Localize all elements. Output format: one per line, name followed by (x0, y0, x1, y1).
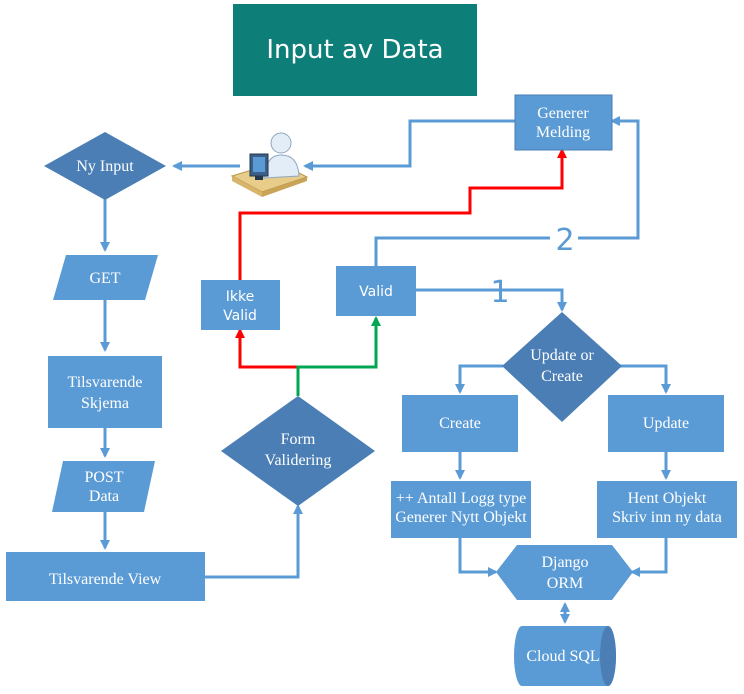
edge-updateaction-to-django (630, 538, 668, 577)
edge-validering-to-ikkevalid (235, 328, 300, 396)
node-tilsvarende-skjema: Tilsvarende Skjema (48, 356, 162, 428)
edge-decision-to-create (455, 364, 503, 394)
ikke-valid-line2: Valid (223, 308, 257, 324)
node-valid: Valid (336, 266, 416, 316)
edge-createaction-to-django (458, 538, 498, 577)
node-get: GET (53, 255, 158, 300)
ikke-valid-line1: Ikke (226, 289, 254, 305)
node-update-or-create: Update or Create (502, 312, 622, 422)
get-label: GET (89, 270, 120, 287)
edge-view-to-validering (205, 504, 303, 579)
node-update-action: Hent Objekt Skriv inn ny data (597, 481, 737, 538)
cloud-sql-label: Cloud SQL (526, 648, 599, 665)
title-box: Input av Data (233, 4, 477, 96)
create-label: Create (439, 415, 481, 432)
edge-melding-to-user (303, 119, 515, 171)
node-post-data: POST Data (52, 461, 155, 512)
node-django-orm: Django ORM (496, 545, 633, 600)
create-action-line1: ++ Antall Logg type (396, 490, 526, 507)
update-action-line1: Hent Objekt (628, 490, 707, 507)
user-at-computer-icon (230, 132, 309, 197)
django-line2: ORM (547, 575, 583, 592)
edge-ikkevalid-to-melding (238, 148, 567, 280)
ny-input-label: Ny Input (76, 158, 134, 175)
decision-line2: Create (541, 368, 583, 385)
update-label: Update (643, 415, 689, 432)
edge-label-1: 1 (490, 275, 509, 310)
create-action-line2: Generer Nytt Objekt (395, 509, 527, 526)
node-ny-input: Ny Input (44, 132, 166, 200)
post-line1: POST (84, 469, 123, 486)
node-tilsvarende-view: Tilsvarende View (6, 552, 205, 601)
post-line2: Data (89, 488, 119, 505)
generer-melding-line2: Melding (536, 124, 590, 141)
decision-line1: Update or (530, 347, 594, 364)
node-cloud-sql: Cloud SQL (514, 626, 616, 686)
update-action-line2: Skriv inn ny data (612, 509, 722, 526)
skjema-line2: Skjema (81, 395, 129, 412)
node-update: Update (608, 395, 724, 452)
node-create: Create (402, 395, 518, 452)
node-generer-melding: Generer Melding (514, 94, 613, 151)
validering-line1: Form (281, 431, 316, 448)
skjema-line1: Tilsvarende (68, 374, 143, 391)
edge-valid-to-updatecreate (416, 288, 567, 312)
valid-label: Valid (359, 284, 393, 300)
edge-valid-to-melding (374, 116, 640, 266)
view-label: Tilsvarende View (49, 571, 162, 588)
node-ikke-valid: Ikke Valid (201, 280, 280, 330)
edge-decision-to-update (620, 364, 671, 394)
edge-label-2: 2 (555, 223, 574, 258)
title-text: Input av Data (266, 35, 443, 65)
edge-validering-to-valid (296, 316, 381, 396)
generer-melding-line1: Generer (537, 105, 589, 122)
validering-line2: Validering (265, 452, 332, 469)
django-line1: Django (541, 554, 588, 571)
node-form-validering: Form Validering (221, 396, 375, 506)
node-create-action: ++ Antall Logg type Generer Nytt Objekt (391, 481, 531, 538)
